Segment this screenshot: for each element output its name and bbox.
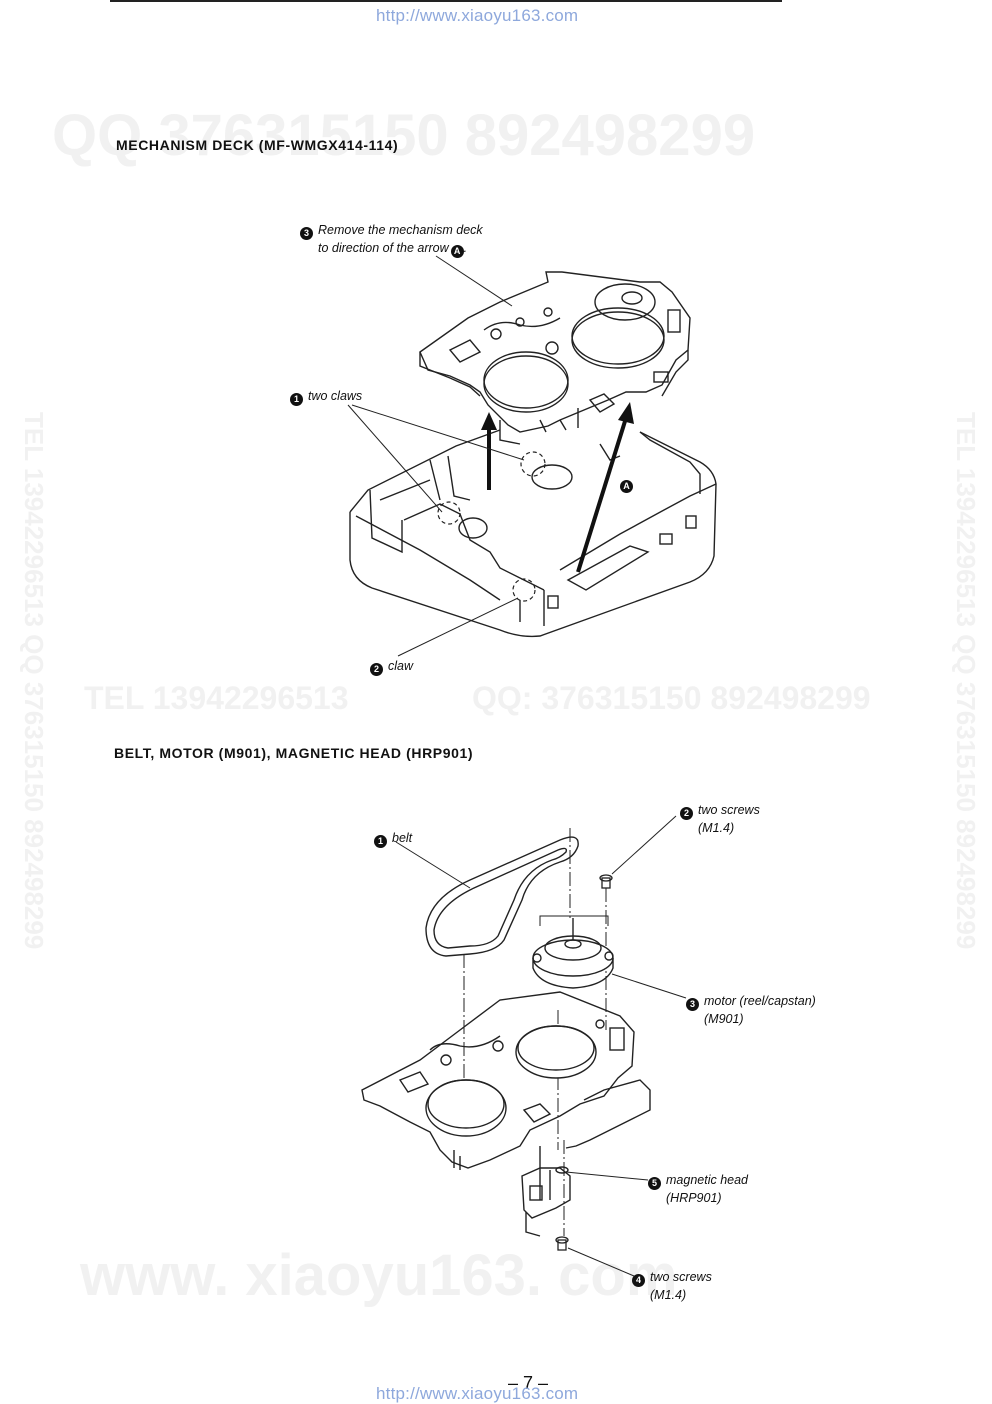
screw-bottom-drawing xyxy=(555,1236,569,1251)
top-rule xyxy=(110,0,782,2)
callout-screws-top-text: two screws xyxy=(698,803,760,817)
screws-bottom-step-badge: 4 xyxy=(632,1274,645,1287)
arrow-a-label: A xyxy=(620,475,638,493)
magnetic-head-drawing xyxy=(521,1166,571,1237)
callout-screws-bottom-sub: (M1.4) xyxy=(650,1288,687,1302)
belt-drawing xyxy=(425,836,579,957)
callout-motor-sub: (M901) xyxy=(704,1012,744,1026)
callout-claw: 2 claw xyxy=(370,658,413,676)
removal-arrows xyxy=(481,402,634,573)
watermark-site-bottom: www. xiaoyu163. com xyxy=(80,1243,678,1308)
deck-drawing xyxy=(361,991,651,1200)
guide-bracket xyxy=(539,915,609,926)
callout-belt: 1 belt xyxy=(374,830,412,848)
callout-head-text: magnetic head xyxy=(666,1173,749,1187)
callout-remove-deck-line1: Remove the mechanism deck xyxy=(318,223,483,237)
belt-step-badge: 1 xyxy=(374,835,387,848)
step-3-badge: 3 xyxy=(300,227,313,240)
footer-url[interactable]: http://www.xiaoyu163.com xyxy=(376,1384,579,1403)
callout-belt-text: belt xyxy=(392,831,413,845)
section-title-belt-motor-head: BELT, MOTOR (M901), MAGNETIC HEAD (HRP90… xyxy=(114,745,474,761)
screw-top-drawing xyxy=(599,874,613,889)
callout-remove-deck: 3 Remove the mechanism deck to direction … xyxy=(300,222,483,258)
callout-two-claws-text: two claws xyxy=(308,389,363,403)
watermark-qq-top: QQ 376315150 892498299 xyxy=(52,103,756,168)
step-1-badge: 1 xyxy=(290,393,303,406)
callout-magnetic-head: 5 magnetic head (HRP901) xyxy=(648,1172,748,1207)
deck-lifted-drawing xyxy=(419,271,691,445)
page-number: – 7 – xyxy=(508,1373,549,1393)
motor-step-badge: 3 xyxy=(686,998,699,1011)
claw-markers xyxy=(437,451,546,602)
callout-screws-bottom-text: two screws xyxy=(650,1270,712,1284)
watermark-vertical-left: TEL 13942296513 QQ 376315150 892498299 xyxy=(19,412,49,950)
arrow-a-badge: A xyxy=(620,480,633,493)
callout-remove-deck-line2: to direction of the arrow xyxy=(318,241,449,255)
deck-housing-drawing xyxy=(349,429,717,638)
leader-lines-1 xyxy=(347,255,525,657)
callout-screws-top-sub: (M1.4) xyxy=(698,821,735,835)
watermark-tel-mid: TEL 13942296513 xyxy=(84,680,349,716)
watermark-qq-mid: QQ: 376315150 892498299 xyxy=(472,680,871,716)
callout-claw-text: claw xyxy=(388,659,414,673)
motor-drawing xyxy=(532,918,614,989)
leader-lines-2 xyxy=(395,815,687,1277)
callout-motor-text: motor (reel/capstan) xyxy=(704,994,816,1008)
callout-motor: 3 motor (reel/capstan) (M901) xyxy=(686,993,816,1028)
section-title-mechanism-deck: MECHANISM DECK (MF-WMGX414-114) xyxy=(116,137,399,153)
arrow-a-ref-badge: A xyxy=(450,245,464,258)
callout-two-claws: 1 two claws xyxy=(290,388,362,406)
callout-screws-bottom: 4 two screws (M1.4) xyxy=(632,1269,712,1304)
step-2-badge: 2 xyxy=(370,663,383,676)
head-step-badge: 5 xyxy=(648,1177,661,1190)
watermark-vertical-right: TEL 13942296513 QQ 376315150 892498299 xyxy=(951,412,981,950)
callout-screws-top: 2 two screws (M1.4) xyxy=(680,802,760,837)
screws-top-step-badge: 2 xyxy=(680,807,693,820)
header-url[interactable]: http://www.xiaoyu163.com xyxy=(376,6,579,25)
callout-head-sub: (HRP901) xyxy=(666,1191,722,1205)
